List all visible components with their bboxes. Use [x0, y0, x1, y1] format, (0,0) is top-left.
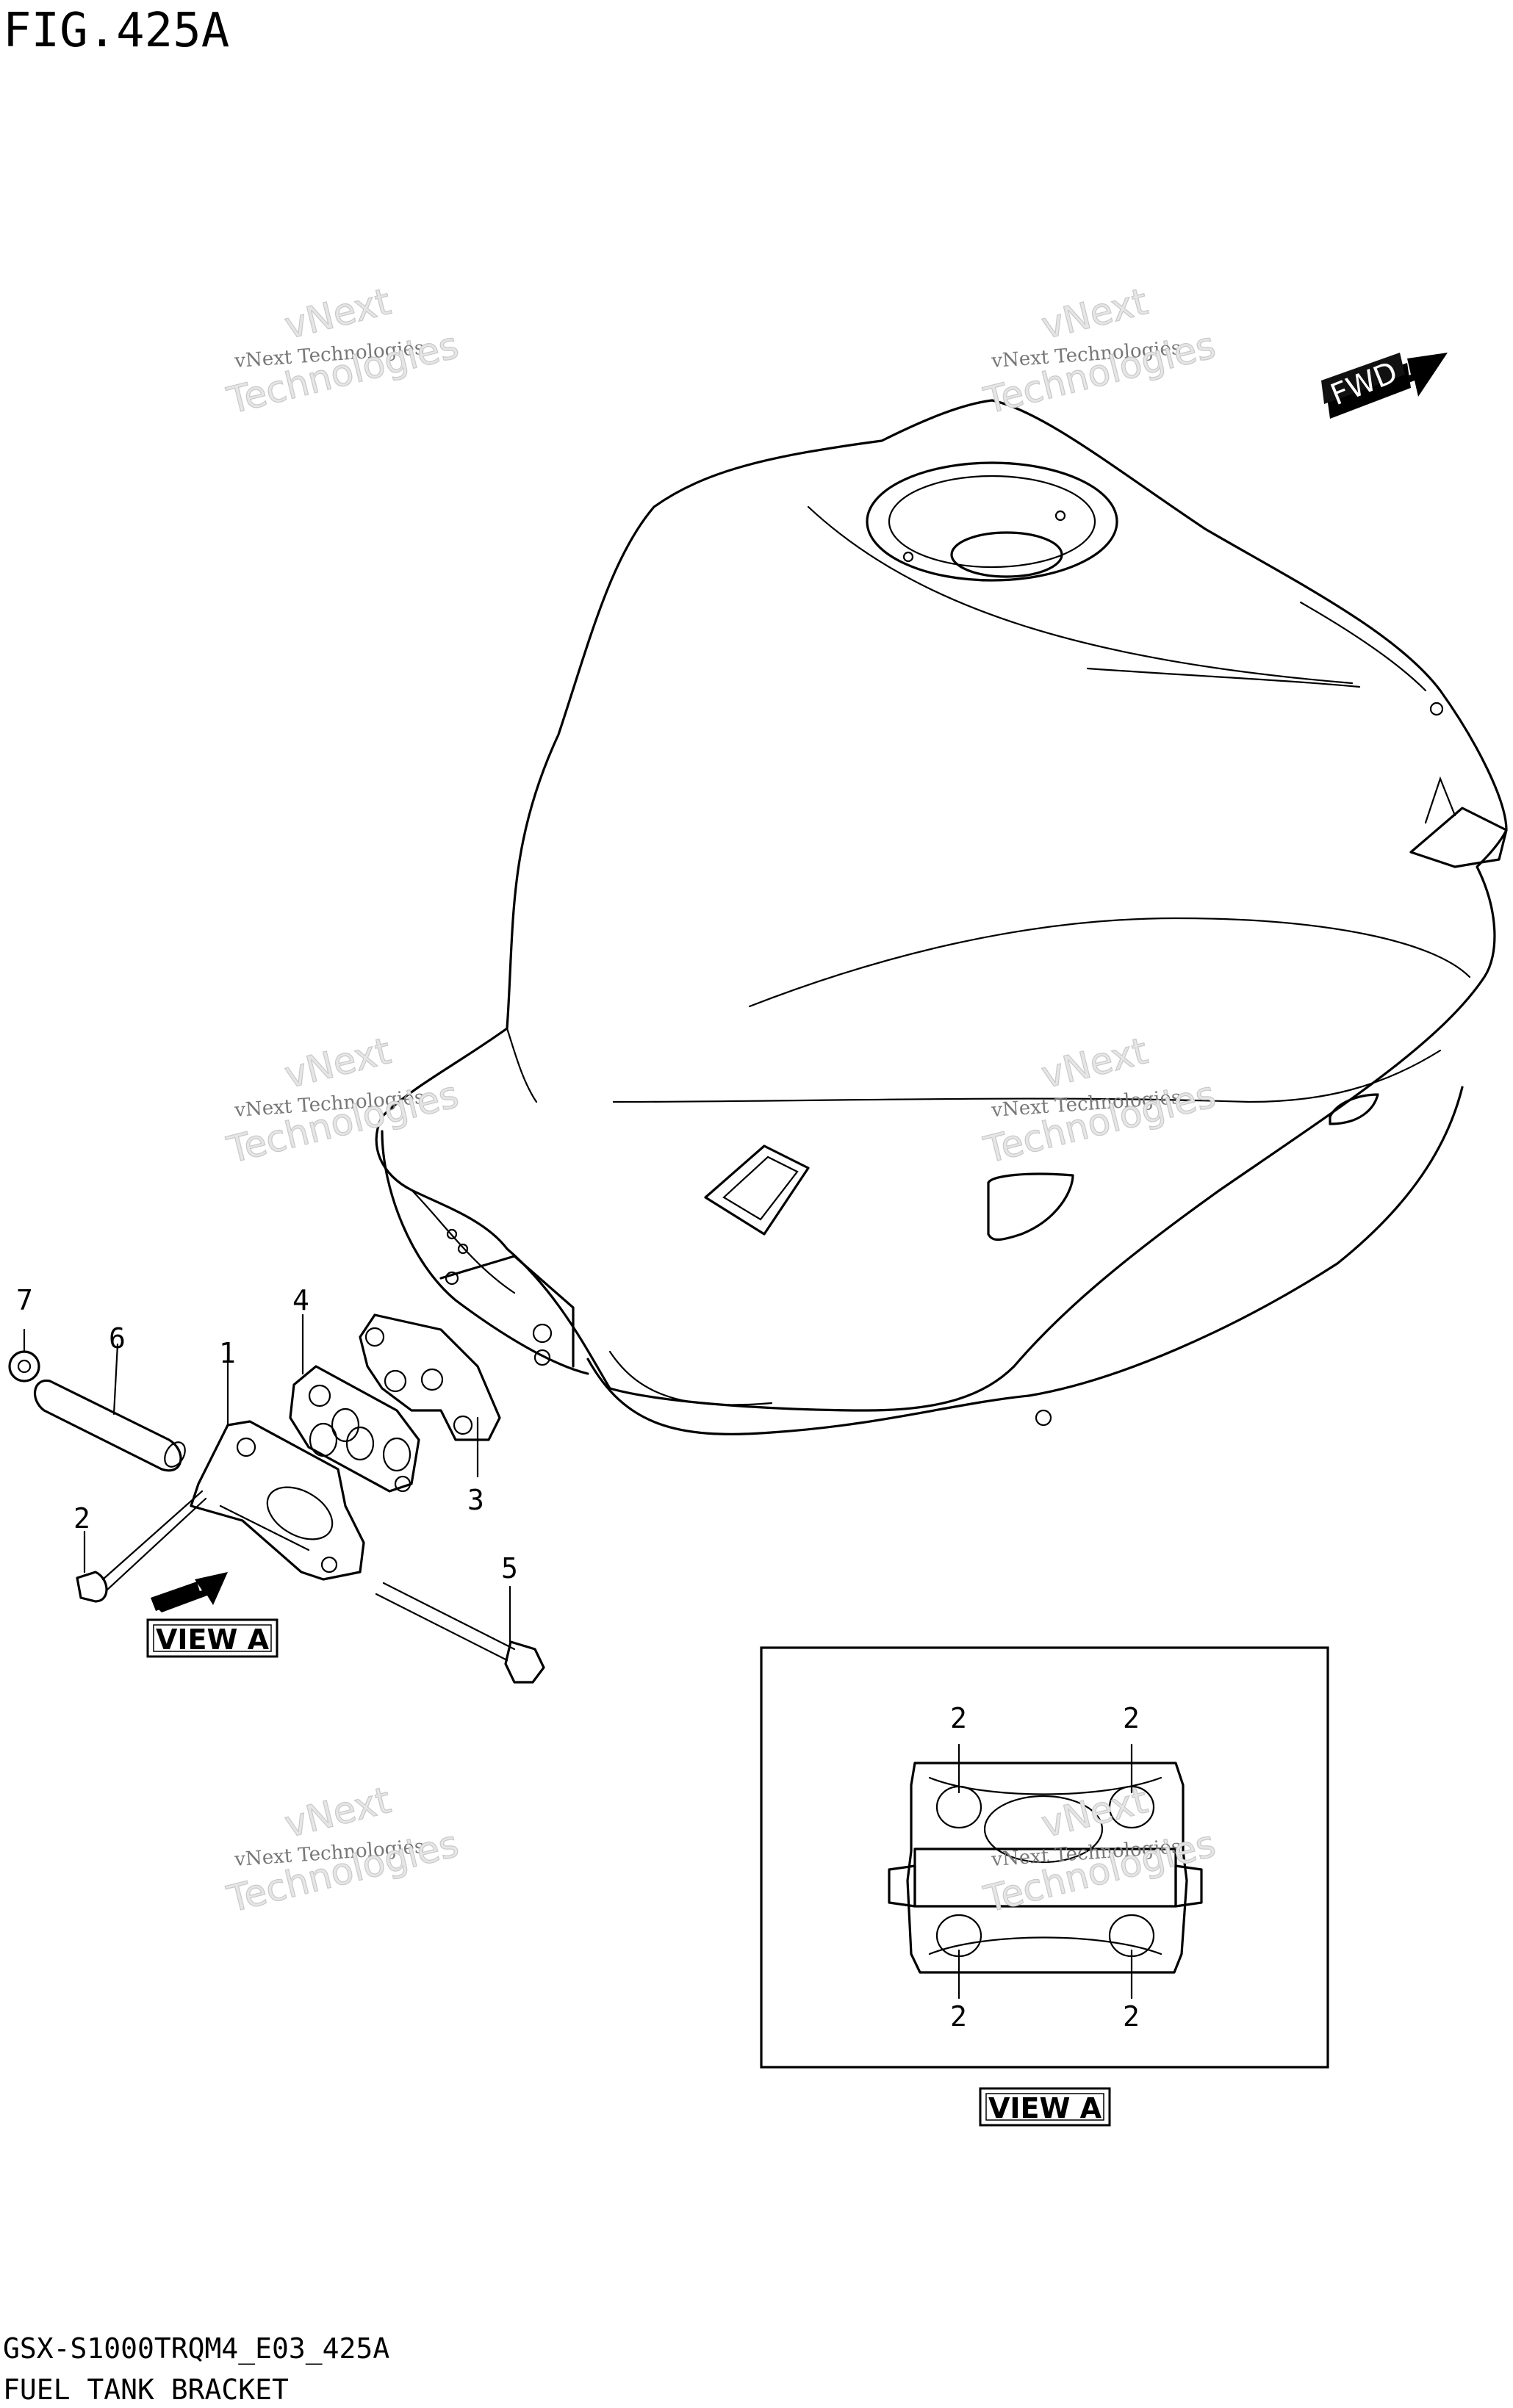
watermark-mid-left: vNext vNext Technologies Technologies: [222, 1029, 463, 1172]
callout-7: 7: [16, 1284, 33, 1316]
part-1-bracket: [190, 1358, 365, 1581]
model-code: GSX-S1000TRQM4_E03_425A: [3, 2332, 390, 2365]
watermark-low-right: vNext vNext Technologies Technologies: [979, 1778, 1220, 1922]
watermark-top-right: vNext vNext Technologies Technologies: [979, 280, 1220, 423]
callout-4: 4: [292, 1284, 309, 1316]
svg-text:Technologies: Technologies: [980, 324, 1220, 422]
svg-text:VIEW A: VIEW A: [988, 2092, 1102, 2124]
part-2-bolt: [76, 1490, 207, 1603]
svg-text:VIEW A: VIEW A: [156, 1623, 270, 1656]
part-6-collar: [33, 1343, 186, 1472]
svg-text:vNext: vNext: [1038, 280, 1152, 347]
inset-view-a: 2 2 2 2: [760, 1646, 1329, 2069]
fwd-arrow: FWD: [1321, 353, 1448, 419]
svg-text:vNext: vNext: [1038, 1029, 1152, 1097]
watermark-low-left: vNext vNext Technologies Technologies: [222, 1778, 463, 1922]
callout-3: 3: [467, 1484, 484, 1516]
svg-text:vNext: vNext: [1038, 1778, 1152, 1846]
view-a-label: VIEW A: [146, 1618, 278, 1658]
watermark-mid-right: vNext vNext Technologies Technologies: [979, 1029, 1220, 1172]
view-a-arrow: [151, 1572, 228, 1612]
svg-text:vNext: vNext: [281, 1029, 395, 1097]
fuel-tank: [375, 399, 1508, 1435]
callout-6: 6: [109, 1322, 126, 1355]
svg-text:Technologies: Technologies: [223, 324, 463, 422]
svg-text:Technologies: Technologies: [223, 1823, 463, 1921]
inset-callout-bottom-left: 2: [950, 2000, 967, 2033]
callout-1: 1: [219, 1337, 236, 1369]
svg-text:vNext: vNext: [281, 1778, 395, 1846]
callout-5: 5: [501, 1552, 518, 1585]
part-4-rubber: [289, 1313, 420, 1493]
inset-view-a-label: VIEW A: [979, 2087, 1111, 2127]
inset-callout-top-left: 2: [950, 1702, 967, 1734]
inset-callout-top-right: 2: [1123, 1702, 1140, 1734]
part-3-bracket: [359, 1313, 501, 1478]
callout-2: 2: [73, 1502, 90, 1535]
inset-callout-bottom-right: 2: [1123, 2000, 1140, 2033]
watermark-top-left: vNext vNext Technologies Technologies: [222, 280, 463, 423]
svg-text:Technologies: Technologies: [223, 1073, 463, 1172]
fig-title: FIG.425A: [3, 4, 230, 58]
svg-text:vNext: vNext: [281, 280, 395, 347]
part-5-bolt: [375, 1582, 545, 1684]
figure-name: FUEL TANK BRACKET: [3, 2373, 289, 2406]
part-7-nut: [8, 1328, 40, 1383]
svg-text:Technologies: Technologies: [980, 1073, 1220, 1172]
